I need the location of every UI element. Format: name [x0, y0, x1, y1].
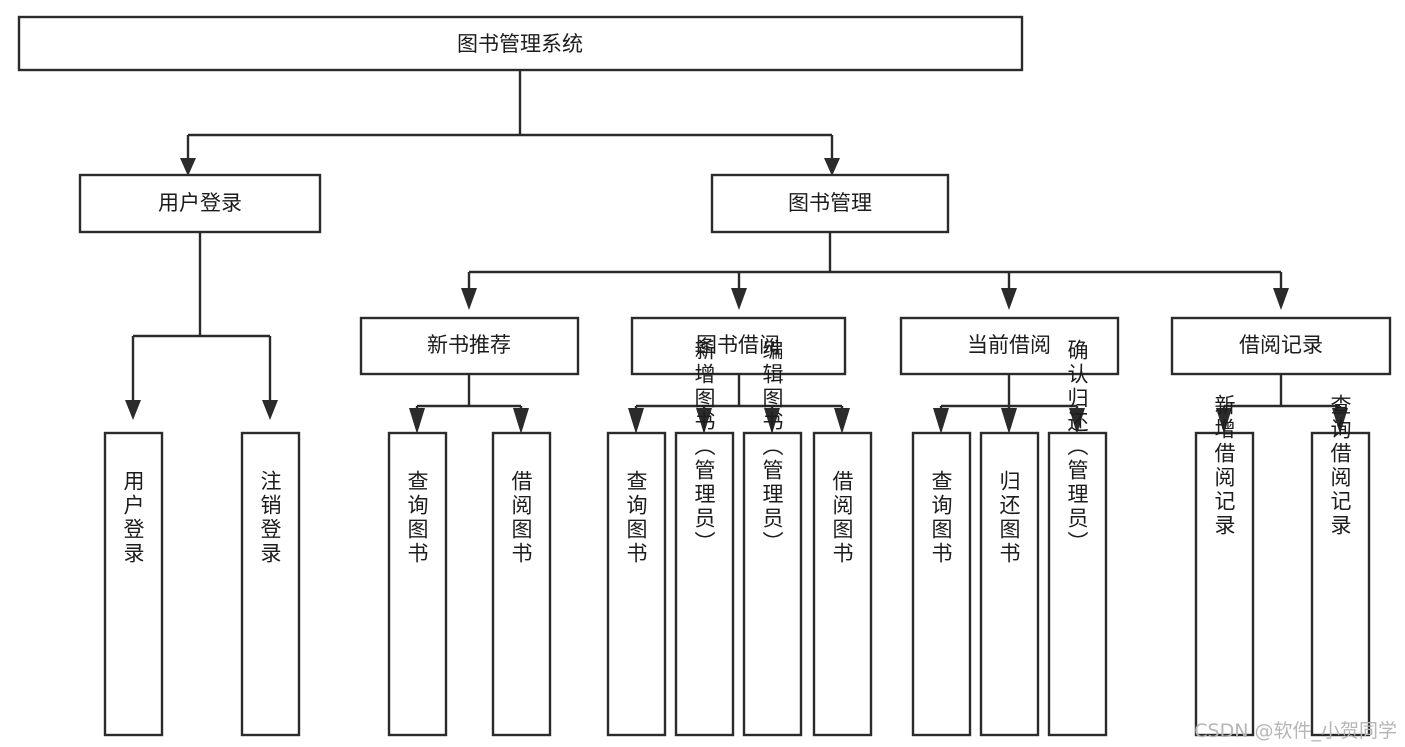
leaf-bookborrow-edit-book[interactable]: 编辑图书（管理员）	[742, 339, 803, 737]
leaf-newbook-query-book-label: 查询图书	[405, 470, 429, 566]
node-root[interactable]: 图书管理系统	[17, 15, 1024, 72]
leaf-newbook-query-book[interactable]: 查询图书	[387, 431, 448, 737]
leaf-bookborrow-borrow-book-box[interactable]	[812, 431, 873, 737]
arrow-head-leaf-logout	[262, 400, 278, 420]
arrow-head-book-borrow	[731, 288, 747, 310]
arrow-head-borrowrecord-leaf-1	[1216, 408, 1232, 434]
leaf-bookborrow-query-book[interactable]: 查询图书	[606, 431, 667, 737]
leaf-currentborrow-query-book-label: 查询图书	[929, 470, 953, 566]
leaf-newbook-borrow-book[interactable]: 借阅图书	[491, 431, 552, 737]
arrow-head-bookborrow-leaf-1	[628, 408, 644, 434]
leaf-bookborrow-query-book-box[interactable]	[606, 431, 667, 737]
leaf-currentborrow-return-book-label: 归还图书	[997, 470, 1021, 566]
leaf-newbook-borrow-book-label: 借阅图书	[509, 470, 533, 566]
node-book-borrow-box[interactable]	[630, 316, 847, 376]
arrow-head-newbook-leaf-1	[409, 408, 425, 434]
connector-layer	[125, 70, 1348, 434]
arrow-head-bookborrow-leaf-3	[764, 408, 780, 434]
leaf-bookborrow-edit-book-box[interactable]	[742, 431, 803, 737]
leaf-currentborrow-query-book-box[interactable]	[911, 431, 972, 737]
node-book-management-box[interactable]	[710, 173, 950, 234]
leaf-currentborrow-return-book-box[interactable]	[979, 431, 1040, 737]
arrow-head-currentborrow-leaf-1	[933, 408, 949, 434]
node-book-borrow[interactable]: 图书借阅	[630, 316, 847, 376]
leaf-logout[interactable]: 注销登录	[240, 431, 301, 737]
leaf-logout-label: 注销登录	[258, 470, 282, 566]
node-current-borrow[interactable]: 当前借阅	[899, 316, 1120, 376]
leaf-currentborrow-return-book[interactable]: 归还图书	[979, 431, 1040, 737]
arrow-head-currentborrow-leaf-3	[1069, 408, 1085, 434]
leaf-borrowrecord-query-record[interactable]: 查询借阅记录	[1310, 394, 1371, 737]
leaf-bookborrow-add-book-label: 新增图书（管理员）	[692, 339, 716, 555]
node-borrow-record-box[interactable]	[1170, 316, 1392, 376]
node-root-box[interactable]	[17, 15, 1024, 72]
leaf-bookborrow-borrow-book[interactable]: 借阅图书	[812, 431, 873, 737]
arrow-head-borrowrecord-leaf-2	[1332, 408, 1348, 434]
leaf-borrowrecord-add-record[interactable]: 新增借阅记录	[1194, 394, 1255, 737]
leaf-logout-box[interactable]	[240, 431, 301, 737]
node-new-book-recommend-label: 新书推荐	[427, 333, 511, 357]
leaf-currentborrow-confirm-return-box[interactable]	[1047, 431, 1108, 737]
leaf-borrowrecord-query-record-box[interactable]	[1310, 431, 1371, 737]
node-book-borrow-label: 图书借阅	[696, 333, 780, 357]
node-new-book-recommend[interactable]: 新书推荐	[359, 316, 580, 376]
leaf-borrowrecord-add-record-box[interactable]	[1194, 431, 1255, 737]
arrow-head-bookborrow-leaf-4	[834, 408, 850, 434]
arrow-head-bookborrow-leaf-2	[696, 408, 712, 434]
arrow-head-current-borrow	[1001, 288, 1017, 310]
leaf-bookborrow-edit-book-label: 编辑图书（管理员）	[760, 339, 784, 555]
leaf-currentborrow-query-book[interactable]: 查询图书	[911, 431, 972, 737]
leaf-bookborrow-add-book[interactable]: 新增图书（管理员）	[674, 339, 735, 737]
leaf-bookborrow-query-book-label: 查询图书	[624, 470, 648, 566]
leaf-user-login[interactable]: 用户登录	[103, 431, 164, 737]
node-root-label: 图书管理系统	[457, 32, 583, 56]
node-book-management-label: 图书管理	[788, 191, 872, 215]
node-user-login[interactable]: 用户登录	[78, 173, 322, 234]
arrow-head-user-login	[180, 158, 196, 176]
node-current-borrow-label: 当前借阅	[967, 333, 1051, 357]
leaf-bookborrow-borrow-book-label: 借阅图书	[830, 470, 854, 566]
node-current-borrow-box[interactable]	[899, 316, 1120, 376]
node-borrow-record-label: 借阅记录	[1239, 333, 1323, 357]
arrow-head-leaf-user-login	[125, 400, 141, 420]
leaf-newbook-query-book-box[interactable]	[387, 431, 448, 737]
node-user-login-label: 用户登录	[158, 191, 242, 215]
leaf-currentborrow-confirm-return-label: 确认归还（管理员）	[1065, 339, 1089, 555]
node-user-login-box[interactable]	[78, 173, 322, 234]
node-borrow-record[interactable]: 借阅记录	[1170, 316, 1392, 376]
leaf-borrowrecord-add-record-label: 新增借阅记录	[1212, 394, 1236, 538]
arrow-head-newbook-leaf-2	[513, 408, 529, 434]
arrow-head-new-book	[461, 288, 477, 310]
leaf-borrowrecord-query-record-label: 查询借阅记录	[1328, 394, 1352, 538]
node-book-management[interactable]: 图书管理	[710, 173, 950, 234]
arrow-head-borrow-record	[1273, 288, 1289, 310]
leaf-newbook-borrow-book-box[interactable]	[491, 431, 552, 737]
arrow-head-currentborrow-leaf-2	[1001, 408, 1017, 434]
node-new-book-recommend-box[interactable]	[359, 316, 580, 376]
arrow-head-book-mgmt	[824, 158, 840, 176]
leaf-user-login-label: 用户登录	[121, 470, 145, 566]
leaf-currentborrow-confirm-return[interactable]: 确认归还（管理员）	[1047, 339, 1108, 737]
leaf-bookborrow-add-book-box[interactable]	[674, 431, 735, 737]
leaf-user-login-box[interactable]	[103, 431, 164, 737]
